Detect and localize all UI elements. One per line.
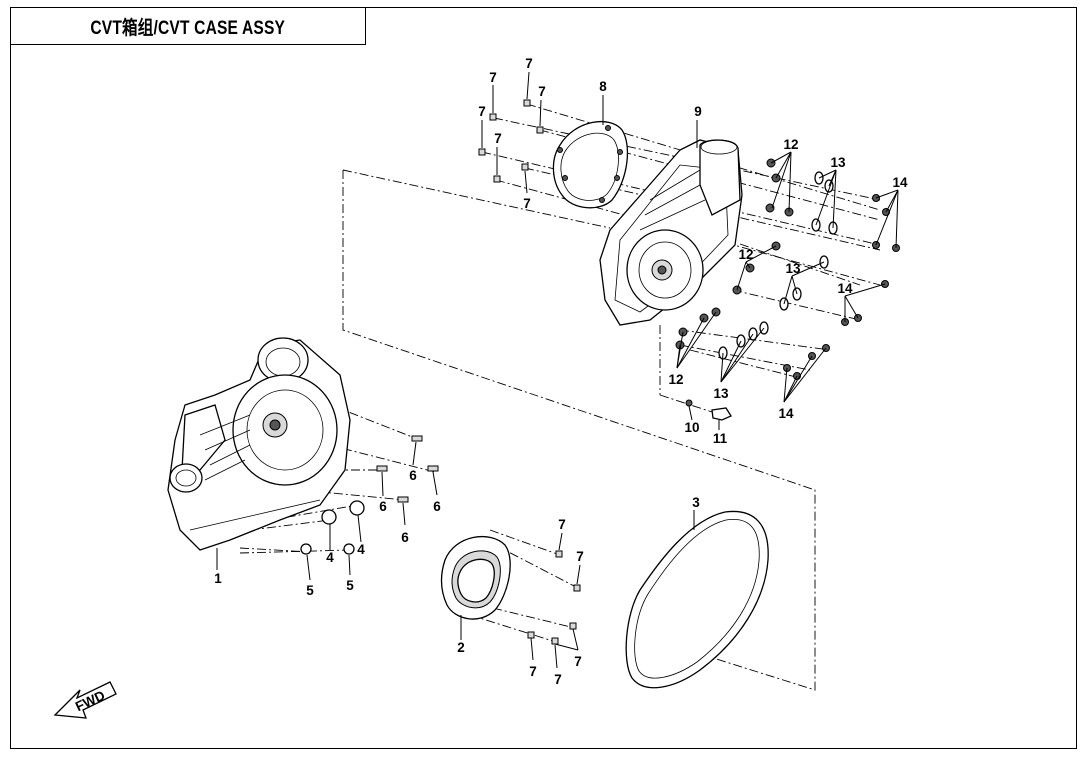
callout-7: 7 [525, 56, 533, 71]
callout-11: 11 [713, 431, 728, 446]
callout-7: 7 [489, 70, 497, 85]
washers-bolts-lower [675, 307, 830, 380]
fwd-arrow: FWD [53, 681, 117, 719]
callout-7: 7 [554, 672, 562, 687]
callout-7: 7 [558, 517, 566, 532]
callout-6: 6 [379, 499, 387, 514]
callout-7: 7 [523, 196, 531, 211]
callout-7: 7 [494, 131, 502, 146]
washers-bolts-upper [732, 158, 900, 326]
callout-5: 5 [346, 578, 354, 593]
part-3-gasket [625, 510, 769, 689]
callout-12: 12 [668, 372, 683, 387]
callout-4: 4 [357, 542, 365, 557]
callout-9: 9 [694, 104, 702, 119]
callout-labels: 8 9 12 13 14 12 13 14 12 13 14 10 11 3 2… [214, 56, 908, 687]
callout-5: 5 [306, 583, 314, 598]
part-1-inner-case [167, 337, 351, 551]
title-box: CVT箱组/CVT CASE ASSY [10, 7, 366, 45]
part-9-outer-cover [599, 139, 743, 326]
diagram-title: CVT箱组/CVT CASE ASSY [90, 17, 286, 39]
assembly-outline [342, 169, 816, 691]
callout-7: 7 [538, 84, 546, 99]
callout-7: 7 [576, 549, 584, 564]
part-10-11 [685, 399, 732, 421]
callout-7: 7 [529, 664, 537, 679]
callout-4: 4 [326, 550, 334, 565]
callout-6: 6 [433, 499, 441, 514]
part-2-plate [440, 535, 511, 620]
callout-2: 2 [457, 640, 465, 655]
part-8-gasket [552, 120, 629, 209]
callout-14: 14 [837, 281, 853, 296]
callout-3: 3 [692, 495, 700, 510]
callout-leaders [216, 71, 899, 669]
callout-6: 6 [409, 468, 417, 483]
bolts-4-5-6 [300, 435, 439, 555]
callout-14: 14 [778, 406, 794, 421]
callout-13: 13 [713, 386, 729, 401]
callout-6: 6 [401, 530, 409, 545]
drawing-frame [10, 7, 1077, 749]
callout-13: 13 [785, 261, 801, 276]
callout-14: 14 [892, 175, 908, 190]
callout-1: 1 [214, 571, 222, 586]
callout-8: 8 [599, 79, 607, 94]
bolts-7-lower [527, 550, 581, 645]
bolts-7-upper [478, 99, 544, 183]
callout-13: 13 [830, 155, 846, 170]
callout-12: 12 [783, 137, 798, 152]
callout-12: 12 [738, 247, 753, 262]
callout-10: 10 [684, 420, 699, 435]
callout-7: 7 [574, 654, 582, 669]
callout-7: 7 [478, 104, 486, 119]
